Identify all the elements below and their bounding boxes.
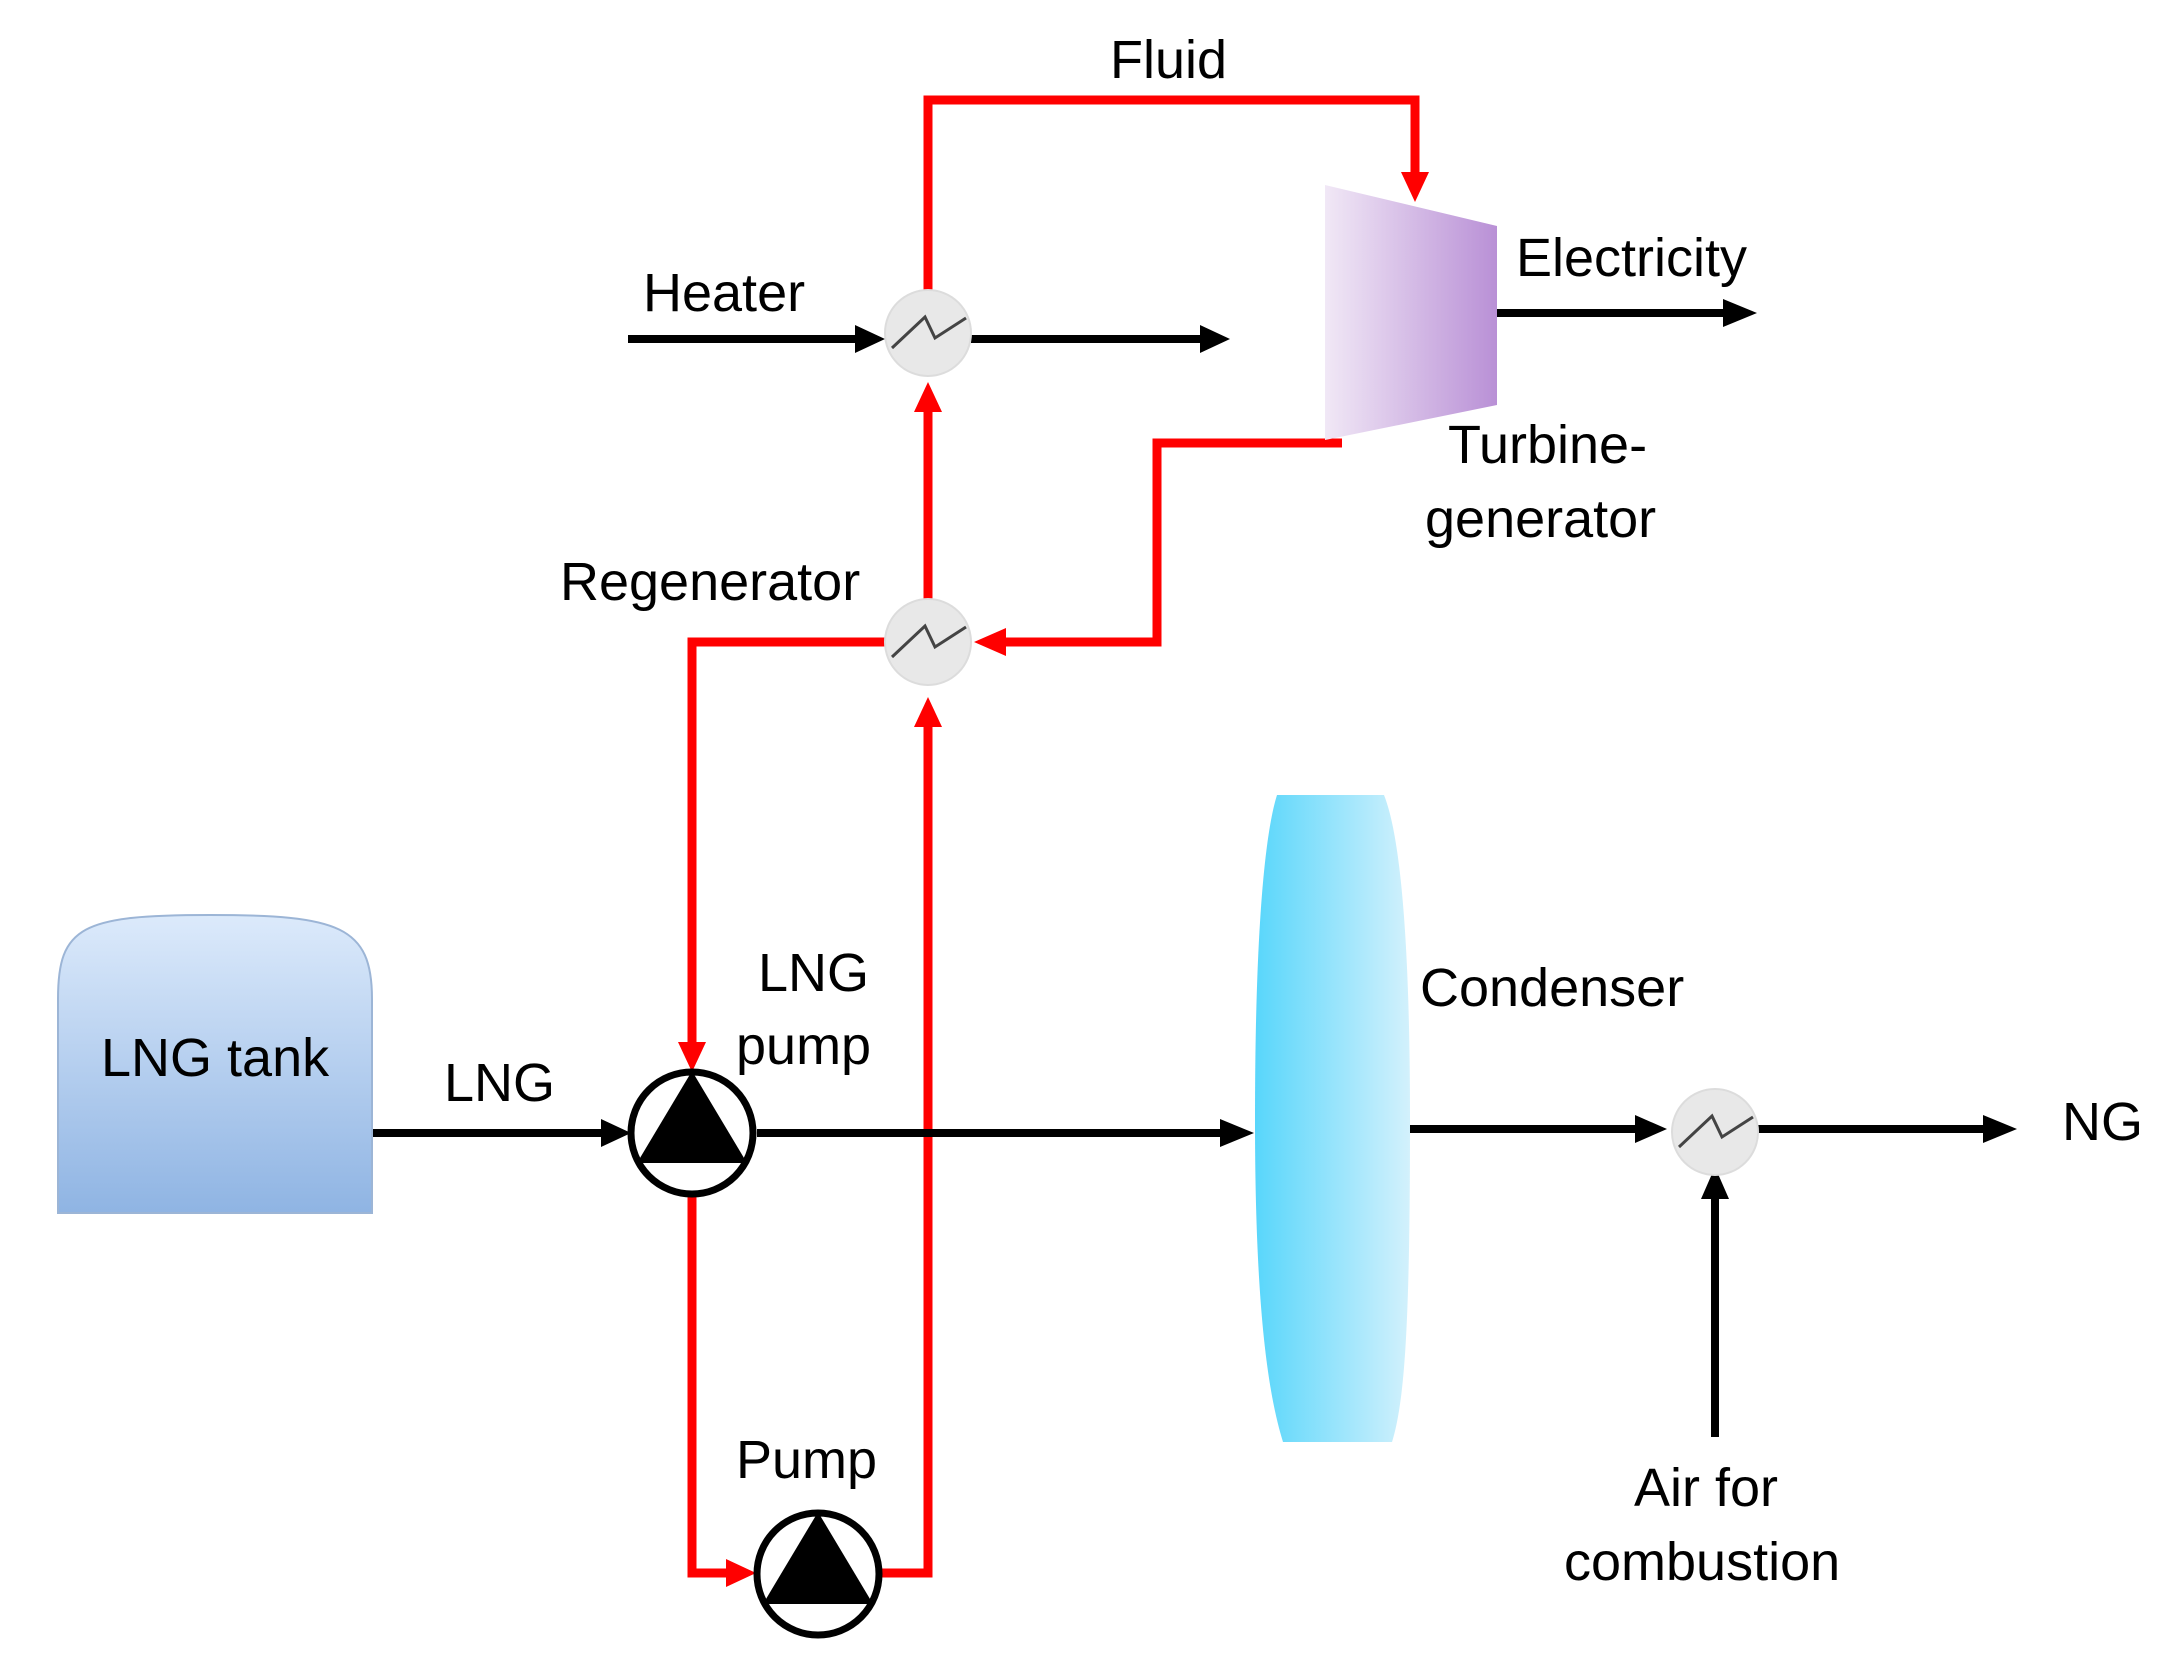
lng-tank (57, 913, 373, 1214)
lng-pump (627, 1068, 757, 1198)
regenerator-cold-inlet-arrowhead (914, 697, 942, 727)
condenser-label: Condenser (1420, 958, 1684, 1018)
lng-pump-fluid-arrowhead (678, 1042, 706, 1072)
turbine-generator (1325, 185, 1497, 440)
pump-label: Pump (736, 1430, 877, 1490)
fluid-label: Fluid (1110, 30, 1227, 90)
vaporizer-inlet-arrowhead (1635, 1115, 1667, 1143)
heater-heat-exchanger (884, 289, 972, 377)
pump (753, 1509, 883, 1639)
fluid-line-pump-to-regenerator (880, 725, 933, 1578)
heater-stream-out-arrowhead (1200, 325, 1230, 353)
turbine-generator-label-line2: generator (1425, 489, 1656, 549)
lng-pump-inlet-arrowhead (601, 1119, 631, 1147)
fluid-line-regenerator-to-lng-pump (687, 637, 904, 1044)
electricity-arrowhead (1723, 299, 1757, 327)
condenser (1255, 795, 1410, 1442)
turbine-inlet-arrowhead (1401, 172, 1429, 202)
ng-arrowhead (1983, 1115, 2017, 1143)
fluid-line-heater-to-turbine (923, 95, 1420, 311)
ng-label: NG (2062, 1092, 2143, 1152)
heater-label: Heater (643, 263, 805, 323)
electricity-label: Electricity (1516, 228, 1747, 288)
pump-inlet-arrowhead (726, 1559, 756, 1587)
regenerator-heat-exchanger (884, 598, 972, 686)
air-label-line1: Air for (1634, 1458, 1778, 1518)
air-label-line2: combustion (1564, 1532, 1840, 1592)
air-arrowhead (1701, 1167, 1729, 1199)
vaporizer-heat-exchanger (1671, 1088, 1759, 1176)
regenerator-label: Regenerator (560, 552, 860, 612)
fluid-line-lng-pump-to-pump (687, 1196, 728, 1578)
regenerator-hot-inlet-arrowhead (974, 628, 1006, 656)
lng-stream-label: LNG (444, 1053, 555, 1113)
lng-pump-label-line1: LNG (758, 943, 869, 1003)
heater-stream-in-arrowhead (855, 325, 885, 353)
condenser-inlet-arrowhead (1220, 1119, 1254, 1147)
heater-inlet-arrowhead (914, 382, 942, 412)
lng-pump-label-line2: pump (736, 1016, 871, 1076)
turbine-generator-label-line1: Turbine- (1448, 415, 1647, 475)
lng-tank-label: LNG tank (101, 1028, 330, 1088)
fluid-line-turbine-to-regenerator (1004, 438, 1342, 647)
